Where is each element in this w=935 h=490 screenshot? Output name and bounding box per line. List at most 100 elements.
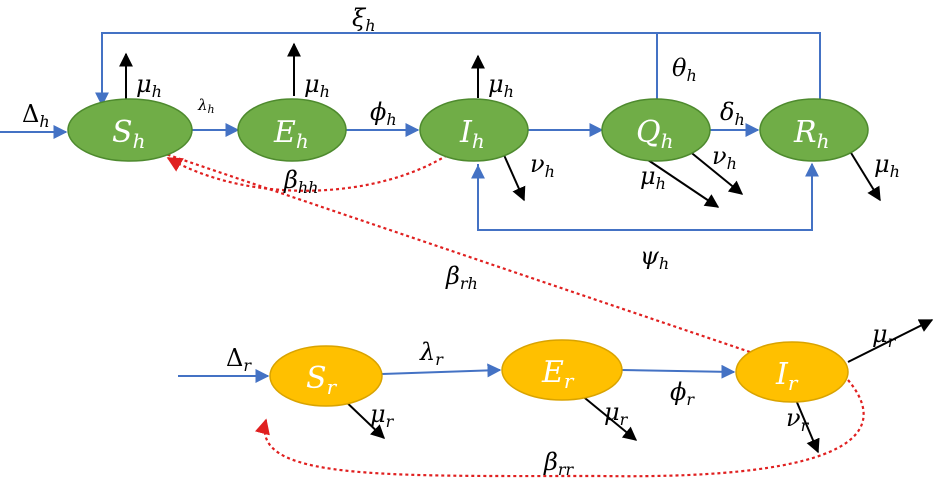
label-mu-Ih-sub: h [504,82,514,101]
label-mu-Rh: μ [874,150,890,178]
label-lambda-h-sub: h [208,103,215,116]
svg-text:μh: μh [136,70,162,101]
node-Qh-sub: h [661,129,674,153]
label-mu-Er-sub: r [620,410,629,429]
svg-text:νh: νh [530,150,555,181]
node-Ih-main: I [459,115,473,150]
svg-text:ψh: ψh [640,242,669,273]
svg-text:Er: Er [541,355,575,393]
svg-text:λh: λh [197,96,215,116]
label-phi-r: ϕ [670,378,686,406]
label-nu-Ir-sub: r [801,416,810,435]
label-nu-Ih-sub: h [545,162,555,181]
label-mu-Sh-sub: h [152,82,162,101]
node-Ih: Ih [419,98,529,162]
svg-text:βrr: βrr [543,448,575,479]
svg-text:Qh: Qh [636,115,674,153]
label-Delta-r: Δ [226,344,243,372]
svg-text:θh: θh [672,54,697,85]
svg-text:μh: μh [488,70,514,101]
svg-text:μh: μh [640,162,666,193]
node-Er-main: E [541,355,564,390]
node-Eh-main: E [273,115,296,150]
svg-text:μh: μh [304,70,330,101]
arrow-beta-rh [134,141,751,354]
label-psi-h: ψ [640,242,660,270]
label-theta-h-sub: h [686,66,696,85]
arrow-nu-Ir [795,399,820,454]
svg-text:Δr: Δr [226,344,252,375]
label-mu-Ir: μ [872,320,888,348]
svg-text:λr: λr [419,338,444,369]
label-lambda-h: λ [197,96,208,114]
label-mu-Eh-sub: h [320,82,330,101]
svg-text:ξh: ξh [352,4,376,35]
node-Er: Er [501,339,623,401]
label-beta-hh-sub: hh [298,178,319,197]
arrow-mu-Qh [647,159,720,208]
arrow-beta-rr [255,379,865,478]
label-phi-h-sub: h [386,110,396,129]
svg-text:Ih: Ih [459,115,485,153]
node-Eh: Eh [237,98,347,162]
label-mu-Qh-sub: h [656,174,666,193]
label-Delta-r-sub: r [243,356,252,375]
label-nu-Ir: ν [786,404,801,432]
label-nu-Ih: ν [530,150,545,178]
node-Ir: Ir [735,341,849,403]
svg-text:δh: δh [720,98,745,129]
label-mu-Ih: μ [488,70,504,98]
label-phi-r-sub: r [686,390,695,409]
label-delta-h-sub: h [734,110,744,129]
label-mu-Sr: μ [370,400,386,428]
arrow-mu-Rh [847,147,881,202]
label-Delta-h: Δ [22,100,39,128]
node-Sr: Sr [269,345,383,407]
node-Rh-sub: h [817,129,830,153]
node-Qh: Qh [601,98,711,162]
svg-text:Sr: Sr [306,361,338,399]
svg-text:Δh: Δh [22,100,50,131]
svg-text:νr: νr [786,404,810,435]
node-Sr-main: S [306,361,327,396]
svg-text:βhh: βhh [283,166,318,197]
label-xi-h: ξ [352,4,367,32]
label-phi-h: ϕ [370,98,386,126]
node-Sh-sub: h [133,129,146,153]
node-Ir-sub: r [788,371,799,395]
label-xi-h-sub: h [365,16,375,35]
svg-text:Ir: Ir [775,357,799,395]
label-beta-hh: β [283,166,298,194]
label-mu-Rh-sub: h [890,162,900,181]
svg-text:μr: μr [872,320,897,351]
label-beta-rh-sub: rh [460,274,478,293]
psi-h-loop [471,162,819,231]
label-mu-Eh: μ [304,70,320,98]
node-Rh-main: R [793,115,817,150]
label-nu-Qh: ν [712,142,727,170]
svg-text:νh: νh [712,142,737,173]
svg-text:βrh: βrh [445,262,478,293]
label-theta-h: θ [672,54,687,82]
arrow-mu-Ir [847,319,934,363]
svg-text:Sh: Sh [112,115,145,153]
arrow-nu-Qh [687,149,744,195]
label-mu-Qh: μ [640,162,656,190]
svg-text:μr: μr [370,400,395,431]
label-beta-rr-sub: rr [558,460,575,479]
label-lambda-r: λ [419,338,435,366]
arrow-mu-Er [579,393,638,441]
label-psi-h-sub: h [659,254,669,273]
node-Sh: Sh [67,98,193,162]
svg-text:ϕh: ϕh [370,98,397,129]
node-Eh-sub: h [296,129,309,153]
label-lambda-r-sub: r [435,350,444,369]
arrow-nu-Ih [503,154,526,202]
svg-text:Rh: Rh [793,115,829,153]
label-delta-h: δ [720,98,734,126]
arrow-Er-Ir [621,364,736,379]
svg-text:Eh: Eh [273,115,309,153]
arrow-Sr-Er [381,363,502,378]
label-mu-Ir-sub: r [888,332,897,351]
